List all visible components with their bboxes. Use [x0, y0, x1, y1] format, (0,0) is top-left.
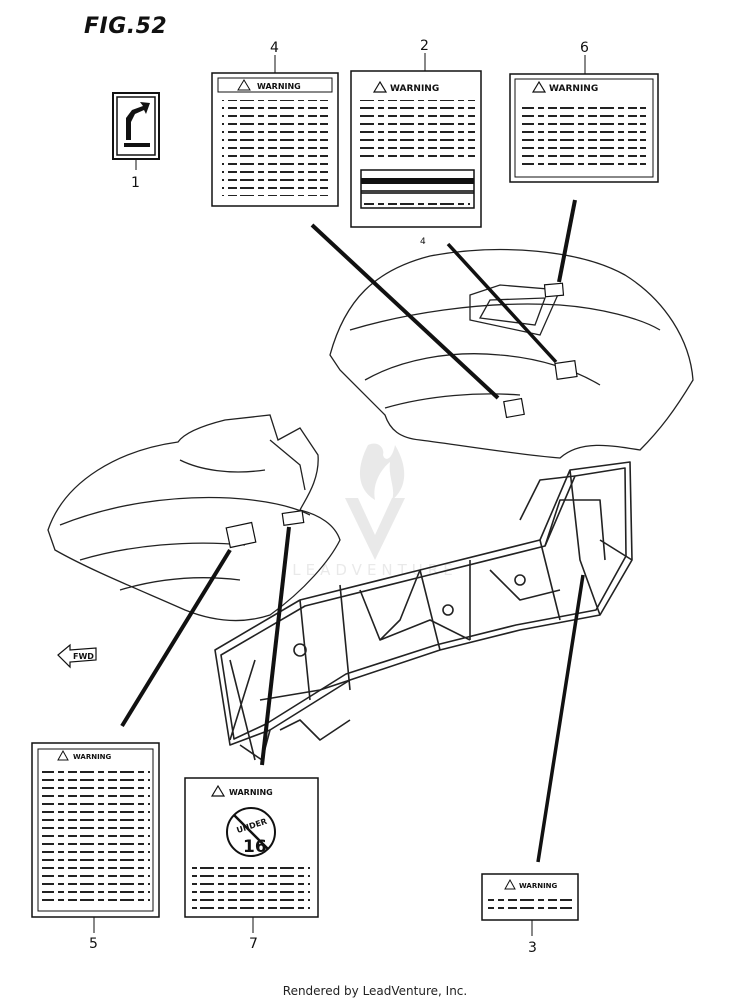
label-4-warning-decal	[211, 55, 339, 207]
label-1-arrow-decal	[112, 92, 160, 170]
label-2-warning-decal	[350, 53, 482, 228]
callout-1: 1	[131, 175, 140, 191]
front-fender-decal-5	[225, 521, 257, 549]
rear-fender	[329, 248, 694, 459]
no-under-16-icon	[226, 807, 276, 857]
front-fender	[47, 414, 341, 622]
label-3-warning-decal	[481, 873, 579, 936]
rear-fender-decal-2	[554, 360, 578, 380]
watermark-logo: LEADVENTURE	[292, 443, 457, 579]
label-5-warning-decal	[31, 742, 160, 933]
leader-lines	[120, 199, 585, 863]
callout-4: 4	[270, 40, 279, 56]
figure-title: FIG.52	[84, 14, 168, 39]
callout-7: 7	[249, 936, 258, 952]
label-7-warning-text: WARNING	[229, 788, 273, 797]
atv-frame	[214, 461, 633, 761]
callout-4-small: 4	[420, 237, 426, 247]
callout-6: 6	[580, 40, 589, 56]
forward-arrow-icon: FWD	[57, 643, 97, 669]
callout-3: 3	[528, 940, 537, 956]
label-7-warning-decal	[184, 777, 319, 933]
label-6-warning-decal	[509, 55, 659, 183]
rear-fender-decal-6	[543, 282, 565, 298]
fwd-text: FWD	[73, 652, 94, 661]
callout-5: 5	[89, 936, 98, 952]
footer-credit: Rendered by LeadVenture, Inc.	[282, 984, 468, 998]
callout-2: 2	[420, 38, 429, 54]
label-4-warning-text: WARNING	[257, 82, 301, 91]
rear-fender-decal-4	[503, 397, 525, 419]
watermark-text: LEADVENTURE	[292, 561, 457, 579]
age-restriction-number: 16	[243, 837, 267, 857]
label-3-warning-text: WARNING	[519, 882, 558, 890]
label-6-warning-text: WARNING	[549, 84, 598, 94]
front-fender-decal-7	[281, 509, 305, 527]
label-5-warning-text: WARNING	[73, 753, 112, 761]
label-2-warning-text: WARNING	[390, 84, 439, 94]
